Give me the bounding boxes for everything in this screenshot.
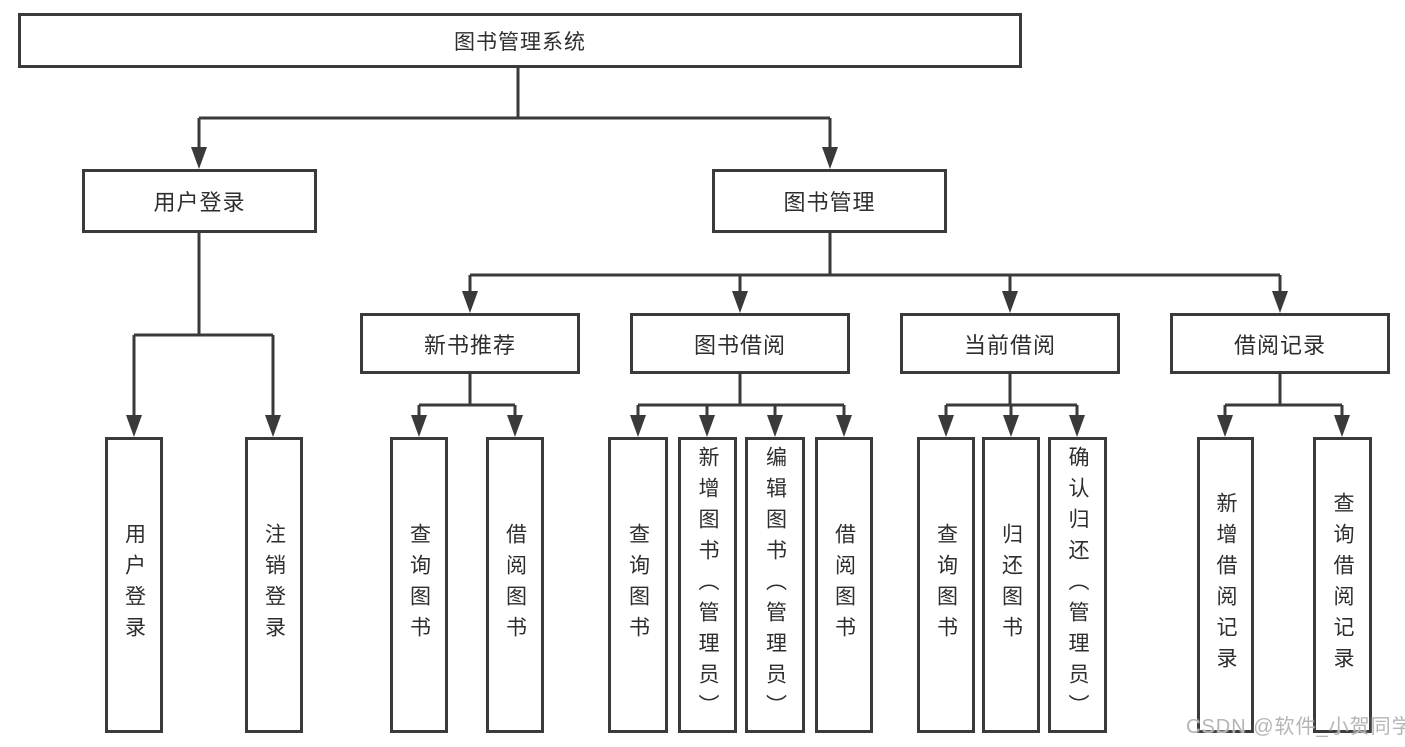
arrowheads [126,147,1350,437]
leaf-logout: 注销登录 [245,437,303,733]
node-user-login: 用户登录 [82,169,317,233]
node-root: 图书管理系统 [18,13,1022,68]
node-new-book-recommend: 新书推荐 [360,313,580,374]
leaf-add-borrow-record: 新增借阅记录 [1197,437,1254,733]
leaf-user-login-label: 用户登录 [122,523,146,647]
watermark: CSDN @软件_小贺同学 [1186,716,1405,738]
leaf-confirm-return-admin-label: 确认归还（管理员） [1066,445,1089,725]
node-borrow-records: 借阅记录 [1170,313,1390,374]
leaf-borrow-books-2-label: 借阅图书 [832,523,856,647]
tree-edges [132,68,1344,420]
leaf-query-books-2: 查询图书 [608,437,668,733]
node-user-login-label: 用户登录 [153,190,246,215]
node-root-label: 图书管理系统 [454,30,586,54]
node-book-borrowing-label: 图书借阅 [693,332,786,358]
node-book-borrowing: 图书借阅 [630,313,850,374]
leaf-logout-label: 注销登录 [262,523,286,647]
leaf-query-books-3: 查询图书 [917,437,975,733]
leaf-query-books-1: 查询图书 [390,437,448,733]
leaf-borrow-books-1: 借阅图书 [486,437,544,733]
leaf-edit-book-admin-label: 编辑图书（管理员） [763,445,787,725]
leaf-borrow-books-1-label: 借阅图书 [503,523,527,647]
leaf-query-books-3-label: 查询图书 [934,523,958,647]
node-borrow-records-label: 借阅记录 [1233,332,1326,358]
leaf-return-books: 归还图书 [982,437,1040,733]
node-new-book-recommend-label: 新书推荐 [423,332,516,358]
leaf-add-book-admin: 新增图书（管理员） [678,437,737,733]
leaf-query-books-1-label: 查询图书 [407,523,431,647]
node-current-borrowing-label: 当前借阅 [963,332,1056,358]
leaf-add-book-admin-label: 新增图书（管理员） [696,445,719,725]
leaf-query-borrow-record-label: 查询借阅记录 [1331,492,1354,678]
leaf-add-borrow-record-label: 新增借阅记录 [1214,492,1237,678]
node-current-borrowing: 当前借阅 [900,313,1120,374]
leaf-return-books-label: 归还图书 [999,523,1023,647]
leaf-edit-book-admin: 编辑图书（管理员） [745,437,805,733]
leaf-query-borrow-record: 查询借阅记录 [1313,437,1372,733]
node-book-management: 图书管理 [712,169,947,233]
leaf-confirm-return-admin: 确认归还（管理员） [1048,437,1107,733]
leaf-query-books-2-label: 查询图书 [626,523,650,647]
leaf-user-login: 用户登录 [105,437,163,733]
node-book-management-label: 图书管理 [783,190,876,215]
leaf-borrow-books-2: 借阅图书 [815,437,873,733]
